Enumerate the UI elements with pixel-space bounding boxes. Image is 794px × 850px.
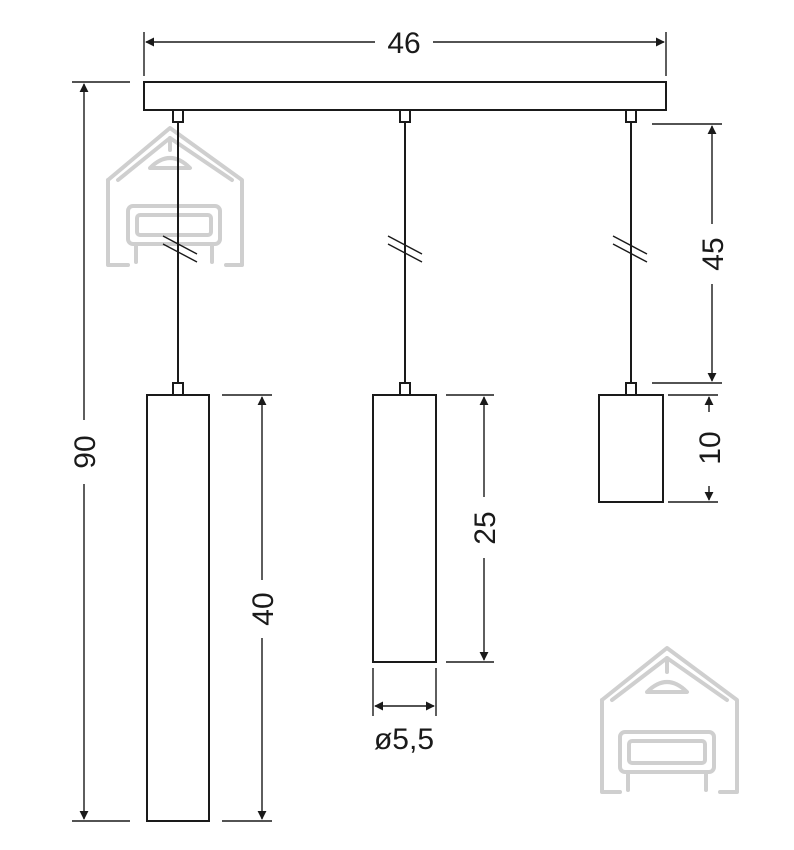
house-lamp-watermark-icon (600, 646, 739, 794)
dimension-label-shade-short: 10 (694, 431, 727, 464)
dimension-label-shade-medium: 25 (469, 511, 502, 544)
dimension-label-total-height: 90 (69, 435, 102, 468)
dimension-label-cable-length: 45 (697, 237, 730, 270)
house-lamp-watermark-icon (106, 126, 244, 267)
dimension-shade-diameter: ø5,5 (372, 668, 437, 756)
canopy-bar (143, 81, 667, 111)
dimension-total-height: 90 (69, 81, 130, 822)
pendant-short (598, 109, 664, 503)
dimension-label-canopy-width: 46 (387, 27, 420, 60)
pendant-medium (372, 109, 437, 663)
dimension-label-shade-long: 40 (247, 592, 280, 625)
dimension-shade-long: 40 (222, 394, 280, 822)
dimension-shade-short: 10 (668, 394, 727, 503)
dimension-cable-length: 45 (652, 123, 730, 384)
dimension-shade-medium: 25 (446, 394, 502, 663)
dimension-label-shade-diameter: ø5,5 (374, 723, 434, 756)
dimension-canopy-width: 46 (143, 27, 667, 76)
pendant-long (146, 109, 210, 822)
